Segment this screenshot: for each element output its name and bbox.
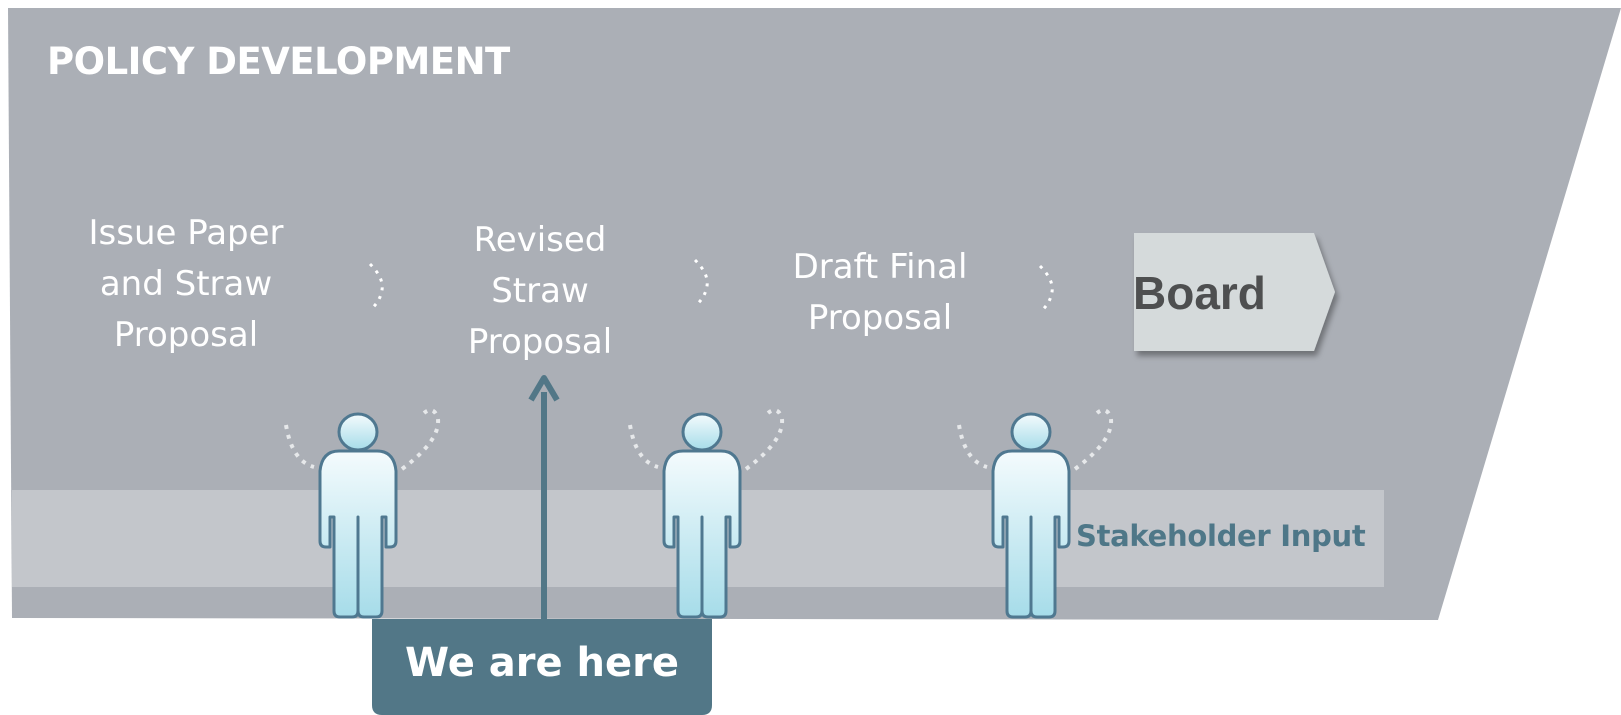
stage-issue-paper: Issue Paper and Straw Proposal — [66, 208, 306, 361]
stage-line: Draft Final — [792, 247, 968, 287]
stage-line: Straw — [491, 271, 589, 311]
stage-line: Proposal — [807, 298, 953, 338]
stage-line: Proposal — [113, 315, 259, 355]
board-label: Board — [1133, 267, 1266, 319]
stage-line: Revised — [473, 220, 607, 260]
stage-draft-final: Draft Final Proposal — [760, 242, 1000, 344]
board-box — [1134, 233, 1335, 351]
page-title: POLICY DEVELOPMENT — [47, 40, 510, 83]
stage-line: and Straw — [99, 264, 273, 304]
stage-line: Issue Paper — [88, 213, 284, 253]
stage-line: Proposal — [467, 322, 613, 362]
marker-box — [372, 619, 712, 715]
up-arrow-icon — [528, 375, 560, 402]
policy-panel — [8, 8, 1621, 620]
we-are-here-label: We are here — [405, 640, 679, 686]
stage-revised-straw: Revised Straw Proposal — [420, 215, 660, 368]
stakeholder-input-label: Stakeholder Input — [1076, 519, 1366, 553]
